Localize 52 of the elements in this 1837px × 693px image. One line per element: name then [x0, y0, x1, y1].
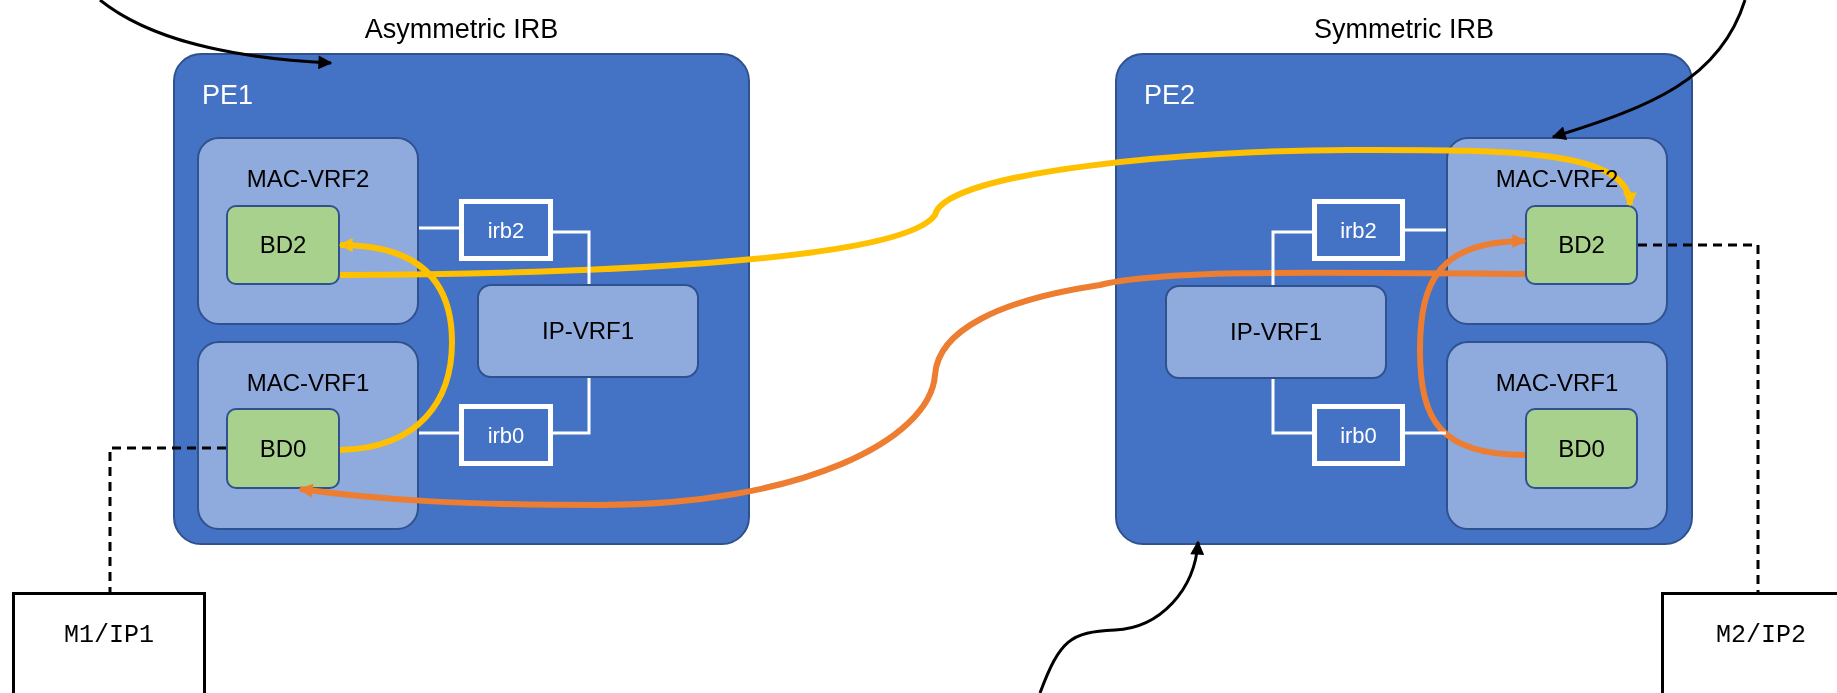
node-label: IP-VRF1: [542, 316, 634, 346]
connector-line: [1271, 230, 1312, 285]
node-label: BD2: [1558, 230, 1605, 260]
node-label: BD0: [259, 433, 307, 464]
vrf-box: [1446, 137, 1668, 325]
node-label: M2/IP2: [1716, 620, 1806, 652]
connector-line: [1405, 228, 1446, 232]
arrow: [298, 269, 1526, 508]
connector-line: [1271, 379, 1312, 435]
node-label: MAC-VRF1: [1495, 368, 1619, 398]
bridge-domain-box: [226, 408, 340, 489]
host-box: [12, 592, 206, 693]
node-label: irb2: [1340, 216, 1377, 245]
node-label: irb0: [487, 421, 525, 450]
bridge-domain-box: [1525, 408, 1638, 489]
arrow: [1417, 234, 1527, 458]
interface-box: [459, 404, 553, 466]
arrow: [99, 0, 333, 70]
bridge-domain-box: [1525, 205, 1638, 285]
bridge-domain-box: [226, 205, 340, 285]
vrf-box: [1446, 341, 1668, 530]
vrf-box: [197, 137, 419, 325]
node-label: IP-VRF1: [1230, 317, 1322, 347]
connector-line: [553, 378, 591, 435]
interface-box: [1312, 404, 1405, 466]
connector-line: [553, 230, 591, 284]
node-label: MAC-VRF2: [1495, 164, 1619, 194]
node-label: MAC-VRF2: [246, 164, 370, 194]
dashed-line: [1638, 243, 1760, 592]
node-label: M1/IP1: [64, 620, 154, 652]
connector-line: [1405, 431, 1446, 435]
vrf-box: [1165, 285, 1387, 379]
node-label: PE1: [202, 79, 254, 112]
interface-box: [1312, 199, 1405, 261]
arrow: [339, 147, 1635, 278]
connector-line: [419, 226, 459, 230]
node-label: MAC-VRF1: [246, 368, 370, 398]
node-label: PE2: [1144, 79, 1196, 112]
arrow: [1551, 0, 1747, 140]
node-label: irb0: [1340, 421, 1377, 450]
connector-line: [419, 431, 459, 435]
interface-box: [459, 199, 553, 261]
dashed-line: [108, 446, 226, 592]
node-label: irb2: [487, 216, 525, 245]
vrf-box: [477, 284, 699, 378]
diagram-heading: Asymmetric IRB: [364, 13, 559, 46]
arrow: [1038, 540, 1204, 693]
diagram-heading: Symmetric IRB: [1314, 13, 1494, 46]
node-label: BD2: [259, 230, 307, 260]
vrf-box: [197, 341, 419, 530]
arrow: [338, 238, 455, 453]
node-label: BD0: [1558, 433, 1605, 464]
